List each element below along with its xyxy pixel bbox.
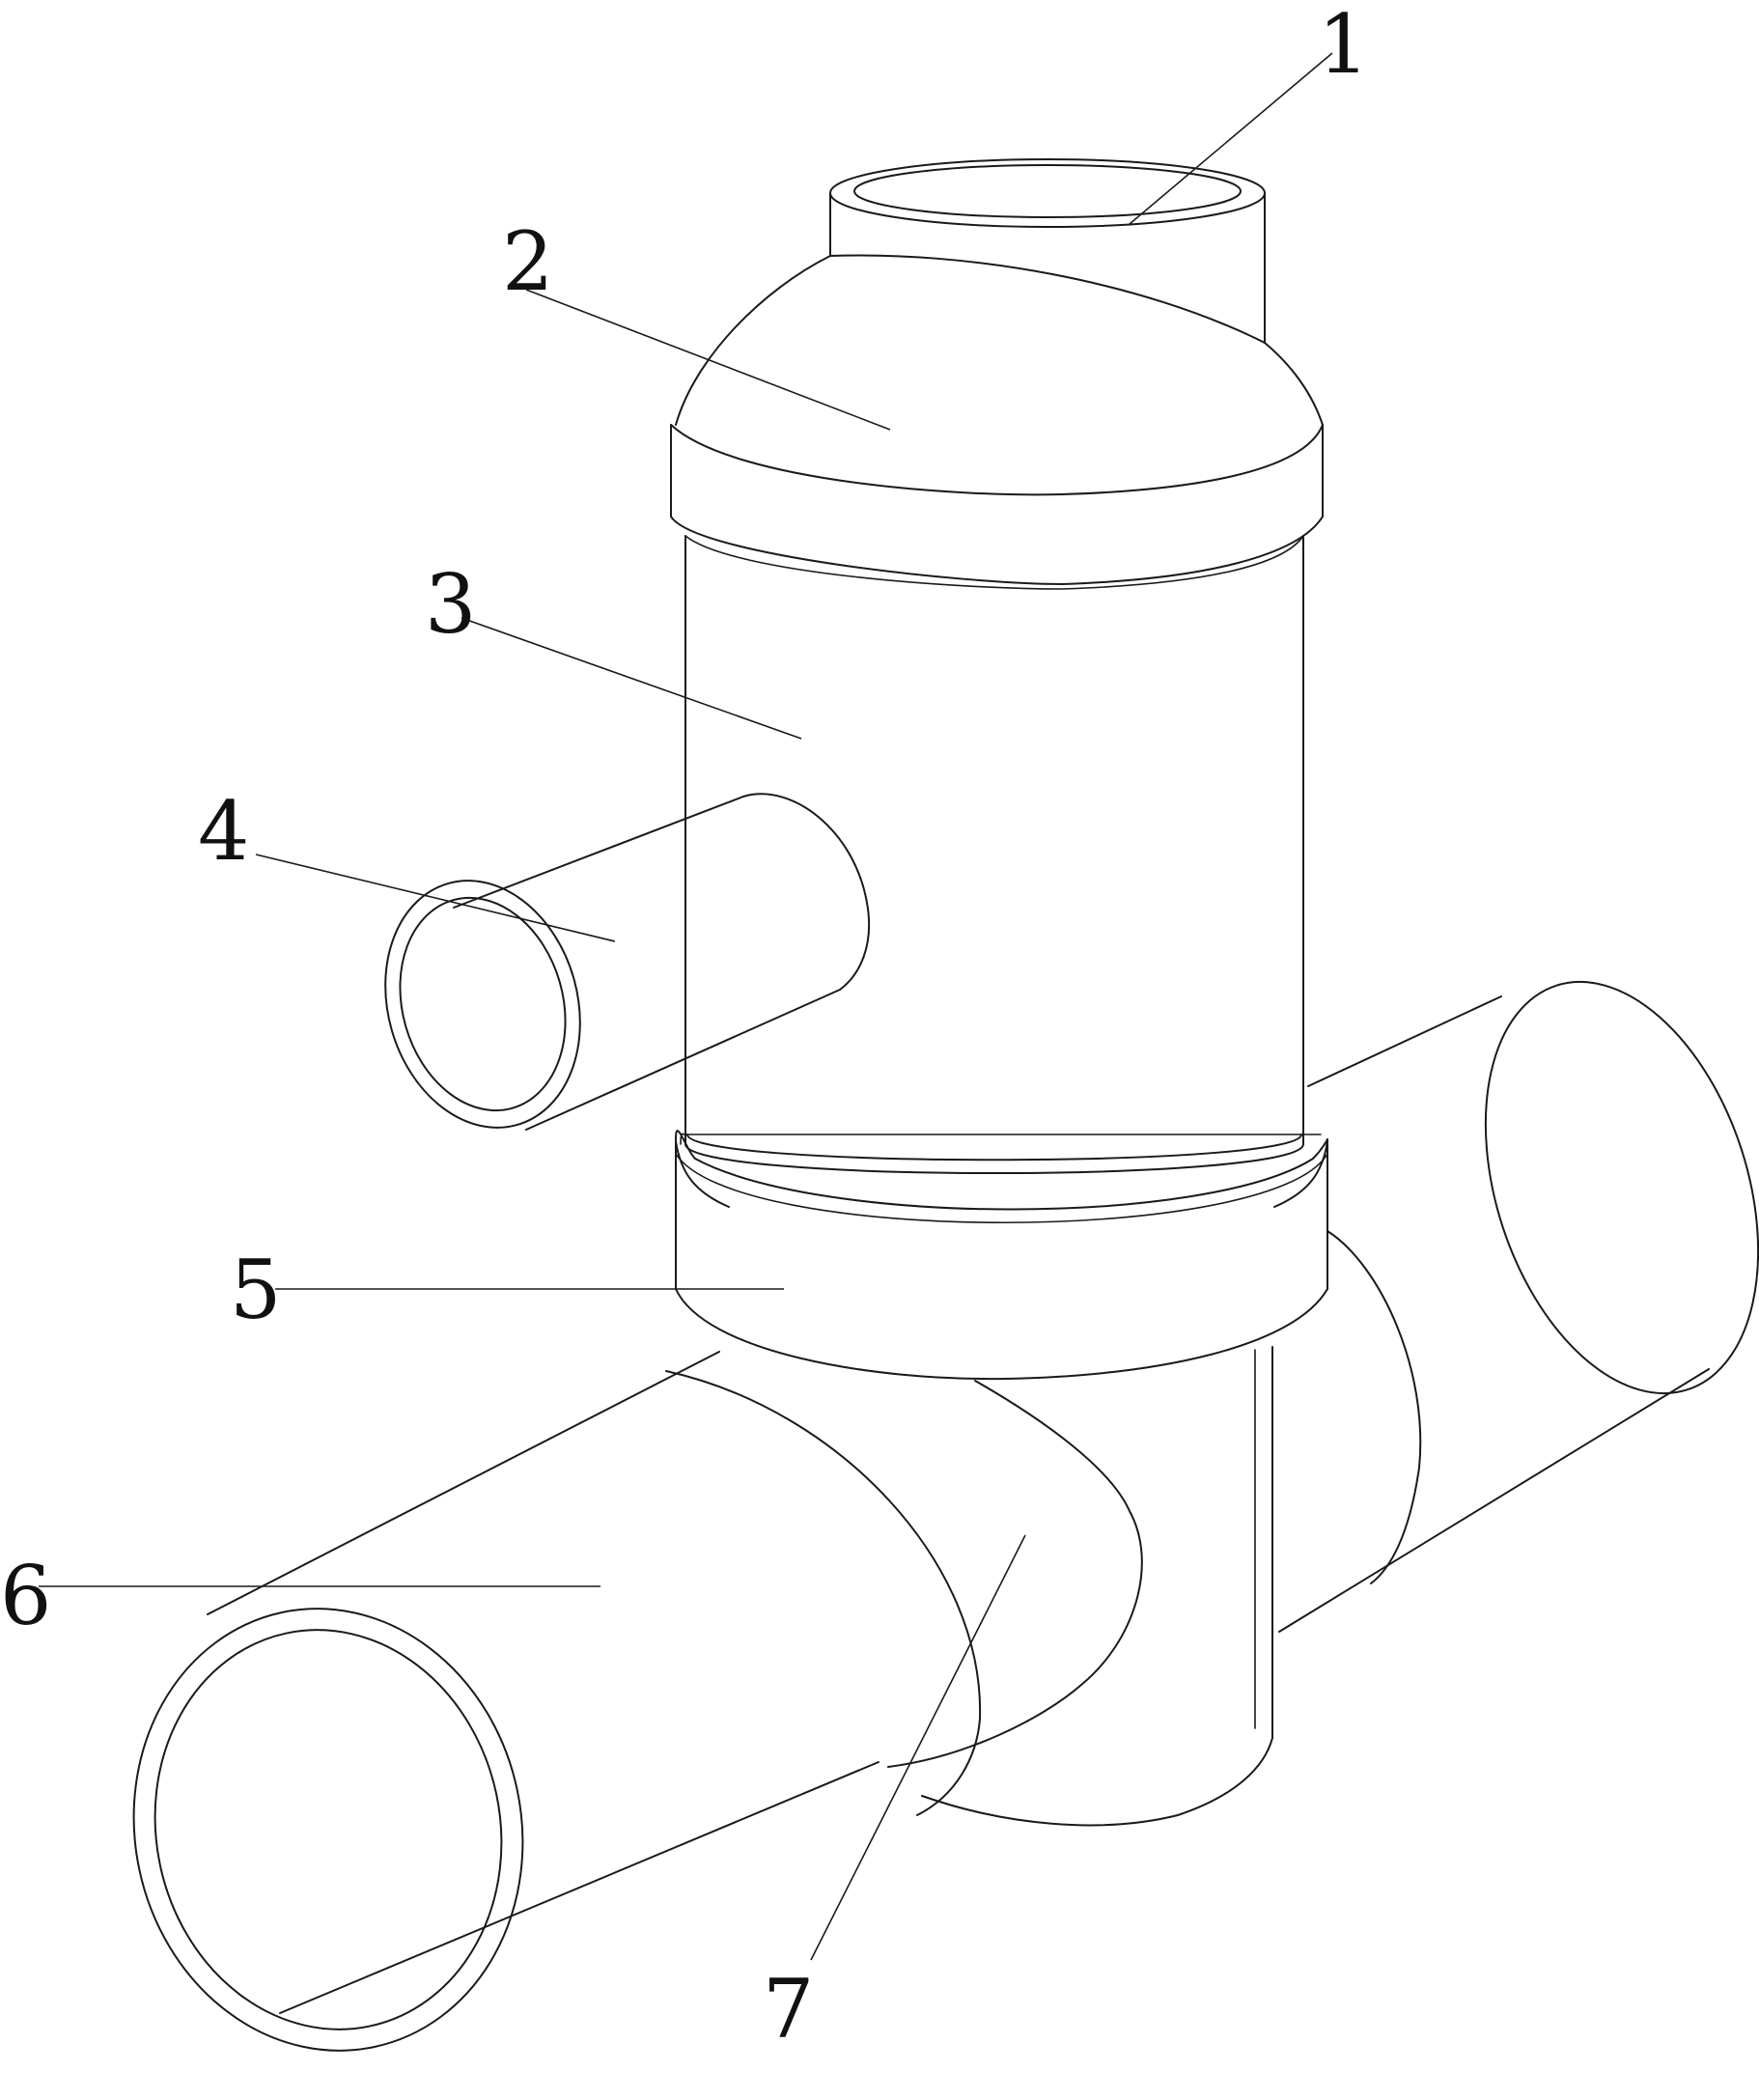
leader-7 (810, 1534, 1026, 1961)
leader-4 (255, 854, 616, 942)
top-pipe (829, 158, 1266, 344)
main-cylinder (684, 535, 1304, 1174)
right-pipe (1278, 980, 1759, 1633)
upper-ring (670, 424, 1324, 590)
label-3: 3 (425, 557, 476, 652)
part-labels: 1 2 3 4 5 6 7 (0, 0, 1369, 2057)
cap-dome (675, 254, 1324, 426)
leader-2 (525, 289, 891, 431)
leader-lines (39, 52, 1333, 1961)
label-4: 4 (198, 784, 249, 879)
left-pipe (132, 1351, 982, 2052)
label-7: 7 (763, 1962, 814, 2057)
lower-ring (675, 1130, 1328, 1381)
side-branch-pipe (384, 793, 871, 1131)
tee-body (887, 1346, 1273, 1827)
label-2: 2 (502, 214, 553, 309)
label-1: 1 (1318, 0, 1369, 92)
label-6: 6 (0, 1549, 51, 1643)
label-5: 5 (230, 1243, 281, 1337)
leader-1 (1129, 52, 1333, 225)
leader-3 (461, 617, 802, 740)
